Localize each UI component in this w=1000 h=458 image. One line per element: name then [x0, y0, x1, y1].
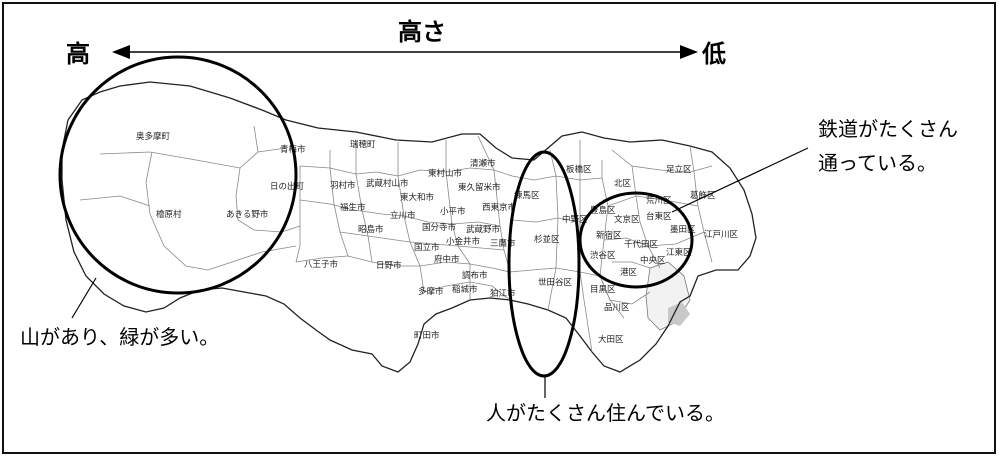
label-higashikurume: 東久留米市: [458, 182, 501, 193]
tokyo-outline: [61, 81, 757, 373]
arrow-title: 高さ: [398, 18, 446, 46]
label-itabashi: 板橋区: [566, 164, 592, 175]
label-koto: 江東区: [666, 247, 692, 258]
label-ota: 大田区: [598, 334, 624, 345]
label-shinjuku: 新宿区: [596, 230, 622, 241]
arrow-left-head-icon: [112, 45, 130, 59]
tokyo-map: [61, 81, 757, 373]
label-kunitachi: 国立市: [414, 242, 440, 253]
elevation-arrow: [112, 45, 698, 59]
label-kiyose: 清瀬市: [470, 158, 496, 169]
label-chiyoda: 千代田区: [624, 239, 659, 250]
west-annotation: 山があり、緑が多い。: [20, 325, 219, 349]
label-hamura: 羽村市: [330, 180, 356, 191]
west-leader-line: [71, 277, 97, 319]
west-mountain-circle: [58, 55, 298, 295]
label-tachikawa: 立川市: [390, 210, 416, 221]
label-minato: 港区: [620, 267, 638, 278]
arrow-high-label: 高: [66, 40, 90, 68]
label-hino: 日野市: [376, 260, 402, 271]
label-suginami: 杉並区: [534, 234, 560, 245]
label-toshima: 豊島区: [590, 205, 616, 216]
east-leader-line: [671, 147, 809, 213]
label-hinode: 日の出町: [270, 181, 305, 192]
middle-residential-ellipse: [507, 150, 581, 378]
label-komae: 狛江市: [490, 288, 516, 299]
label-setagaya: 世田谷区: [538, 277, 573, 288]
label-kita: 北区: [614, 179, 632, 189]
label-hachioji: 八王子市: [304, 259, 339, 270]
east-railway-ellipse: [578, 191, 694, 289]
label-meguro: 目黒区: [590, 285, 616, 295]
east-annotation-line1: 鉄道がたくさん: [818, 117, 958, 141]
label-fussa: 福生市: [340, 202, 366, 213]
label-musashino: 武蔵野市: [466, 224, 501, 235]
label-adachi: 足立区: [666, 164, 692, 175]
label-chofu: 調布市: [462, 270, 488, 281]
east-annotation-line2: 通っている。: [818, 151, 937, 175]
middle-annotation: 人がたくさん住んでいる。: [486, 401, 725, 425]
label-fuchu: 府中市: [434, 254, 460, 265]
label-edogawa: 江戸川区: [704, 230, 739, 240]
label-okutama: 奥多摩町: [136, 131, 171, 142]
label-nishitokyo: 西東京市: [482, 202, 517, 213]
label-akishima: 昭島市: [358, 224, 384, 235]
label-arakawa: 荒川区: [646, 195, 672, 206]
label-higashiyamato: 東大和市: [400, 192, 435, 203]
label-shinagawa: 品川区: [604, 303, 630, 313]
label-akiruno: あきる野市: [226, 209, 269, 220]
label-machida: 町田市: [414, 330, 440, 341]
label-bunkyo: 文京区: [614, 214, 640, 225]
arrow-low-label: 低: [701, 40, 726, 68]
label-koganei: 小金井市: [446, 236, 481, 247]
label-hinohara: 檜原村: [156, 209, 182, 220]
label-tama: 多摩市: [418, 286, 444, 297]
label-musashimurayama: 武蔵村山市: [366, 178, 409, 189]
arrow-right-head-icon: [680, 45, 698, 59]
label-mizuho: 瑞穂町: [350, 139, 376, 150]
label-shibuya: 渋谷区: [590, 250, 616, 261]
label-kodaira: 小平市: [440, 206, 466, 217]
label-nerima: 練馬区: [514, 190, 540, 201]
label-sumida: 墨田区: [670, 225, 696, 235]
label-inagi: 稲城市: [452, 284, 478, 295]
label-katsushika: 葛飾区: [690, 190, 716, 201]
label-taito: 台東区: [646, 211, 672, 222]
label-higashimurayama: 東村山市: [428, 168, 463, 179]
label-chuo: 中央区: [640, 255, 666, 266]
reclaimed-island: [668, 302, 690, 326]
label-mitaka: 三鷹市: [490, 238, 516, 249]
label-kokubunji: 国分寺市: [422, 222, 457, 233]
